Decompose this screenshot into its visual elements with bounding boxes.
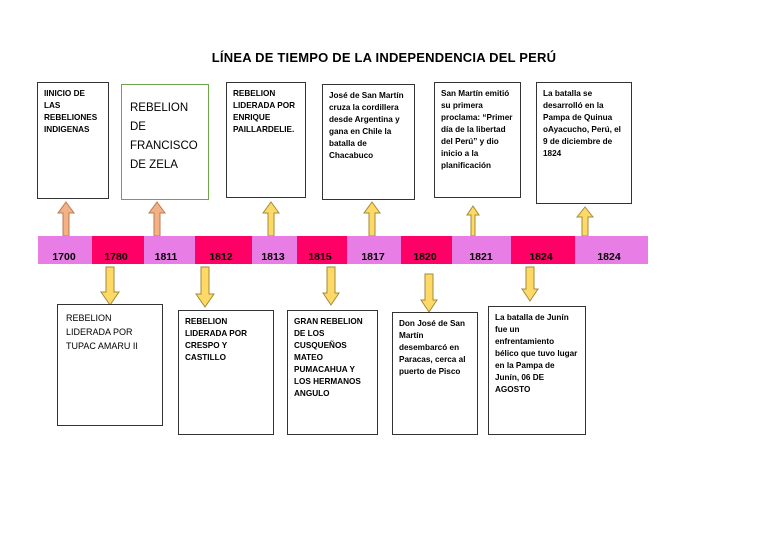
- year-label: 1815: [308, 251, 332, 263]
- timeline-segment: [252, 236, 297, 264]
- event-box-bottom-1: REBELION LIDERADA POR TUPAC AMARU II: [57, 304, 163, 426]
- timeline-segment: [144, 236, 195, 264]
- year-label: 1824: [529, 251, 553, 263]
- arrow-down-icon: [521, 266, 539, 302]
- event-box-bottom-5: La batalla de Junín fue un enfrentamient…: [488, 306, 586, 435]
- event-box-top-3: REBELION LIDERADA POR ENRIQUE PAILLARDEL…: [226, 82, 306, 198]
- timeline-segment: [347, 236, 401, 264]
- arrow-up-icon: [576, 206, 594, 237]
- event-box-top-2: REBELION DE FRANCISCO DE ZELA: [121, 84, 209, 200]
- timeline-segment: [511, 236, 575, 264]
- timeline-segment: [297, 236, 347, 264]
- arrow-down-icon: [322, 266, 340, 306]
- year-label: 1817: [361, 251, 385, 263]
- year-label: 1821: [469, 251, 493, 263]
- year-label: 1811: [154, 251, 178, 263]
- timeline-bar: [38, 236, 648, 264]
- year-label: 1813: [261, 251, 285, 263]
- timeline-segment: [195, 236, 252, 264]
- arrow-up-icon: [148, 201, 166, 237]
- arrow-up-icon: [466, 205, 480, 237]
- arrow-up-icon: [262, 201, 280, 237]
- timeline-segment: [452, 236, 511, 264]
- arrow-down-icon: [100, 266, 120, 306]
- event-box-top-1: IINICIO DE LAS REBELIONES INDIGENAS: [37, 82, 109, 199]
- timeline-segment: [92, 236, 144, 264]
- timeline-segment: [401, 236, 452, 264]
- arrow-down-icon: [195, 266, 215, 308]
- year-label: 1820: [413, 251, 437, 263]
- event-box-top-5: San Martín emitió su primera proclama: “…: [434, 82, 521, 198]
- year-label: 1812: [209, 251, 233, 263]
- event-box-top-6: La batalla se desarrolló en la Pampa de …: [536, 82, 632, 204]
- page-title: LÍNEA DE TIEMPO DE LA INDEPENDENCIA DEL …: [211, 50, 557, 65]
- arrow-up-icon: [363, 201, 381, 237]
- arrow-up-icon: [57, 201, 75, 237]
- event-box-bottom-2: REBELION LIDERADA POR CRESPO Y CASTILLO: [178, 310, 274, 435]
- event-box-top-4: José de San Martín cruza la cordillera d…: [322, 84, 415, 200]
- timeline-segment: [575, 236, 648, 264]
- event-box-bottom-3: GRAN REBELION DE LOS CUSQUEÑOS MATEO PUM…: [287, 310, 378, 435]
- timeline-segment: [38, 236, 92, 264]
- year-label: 1700: [52, 251, 76, 263]
- event-box-bottom-4: Don José de San Martín desembarcó en Par…: [392, 312, 478, 435]
- year-label: 1780: [104, 251, 128, 263]
- year-label: 1824: [597, 251, 621, 263]
- arrow-down-icon: [420, 273, 438, 313]
